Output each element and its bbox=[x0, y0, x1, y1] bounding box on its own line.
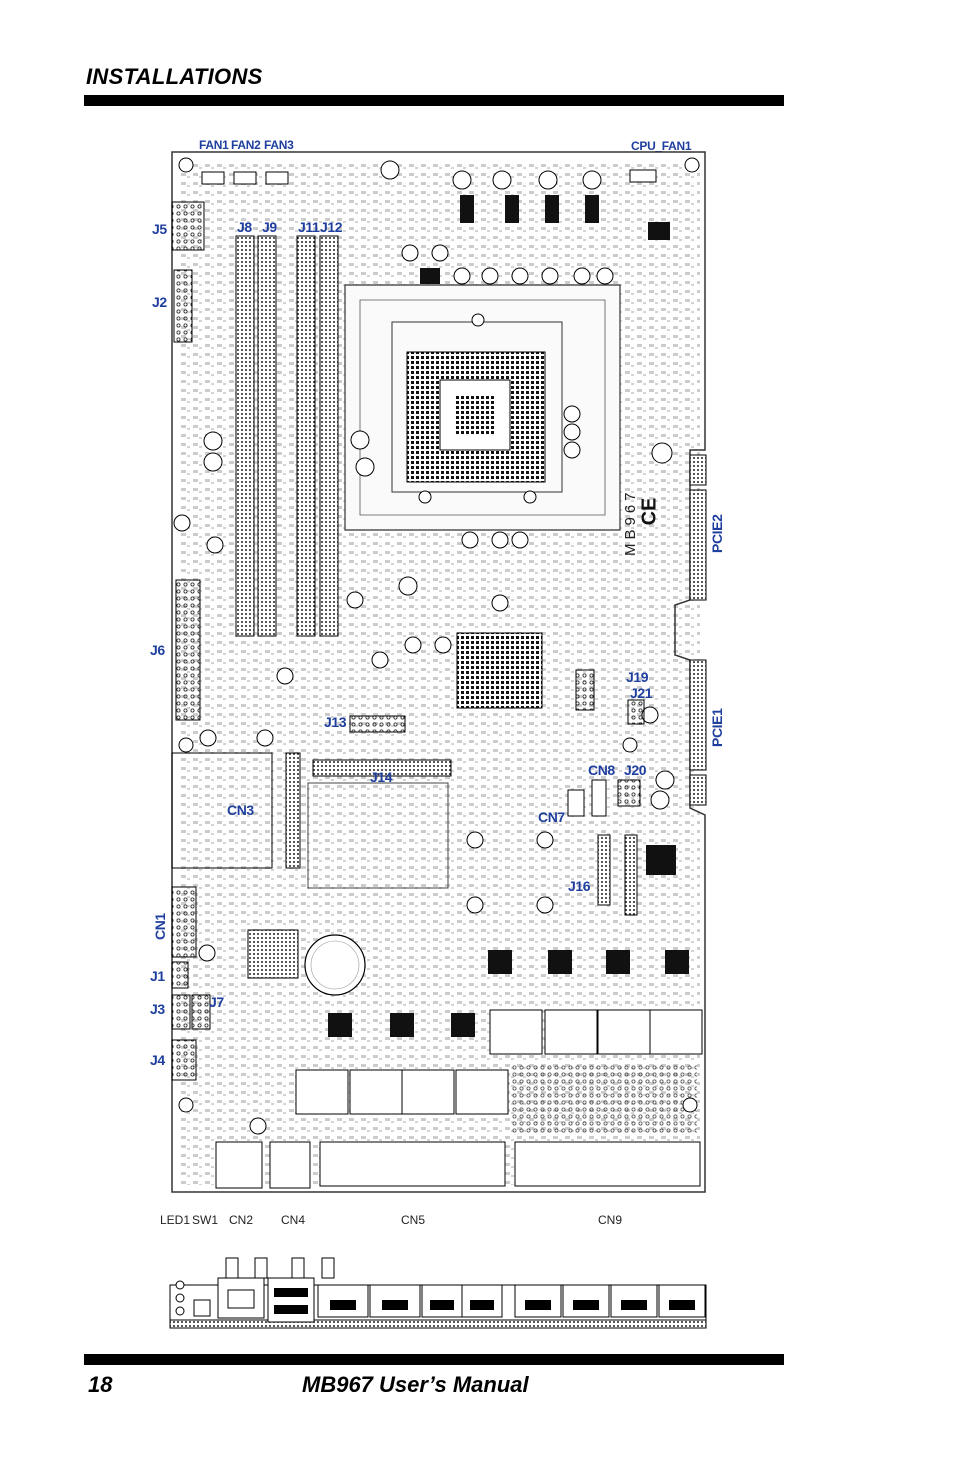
j7-label: J7 bbox=[209, 994, 224, 1010]
chipset-bga bbox=[456, 632, 543, 709]
lan-controllers bbox=[328, 845, 689, 1037]
cn9-label: CN9 bbox=[598, 1213, 623, 1227]
pcie2-label: PCIE2 bbox=[709, 514, 725, 553]
j11-label: J11 bbox=[298, 219, 320, 235]
header-rule bbox=[84, 95, 784, 106]
sw1-label: SW1 bbox=[192, 1213, 219, 1227]
j1-header bbox=[171, 961, 189, 989]
cpu-socket bbox=[344, 284, 621, 531]
j6-label: J6 bbox=[150, 642, 165, 658]
j6-header bbox=[175, 579, 201, 721]
j4-label: J4 bbox=[150, 1052, 165, 1068]
j4-header bbox=[171, 1039, 197, 1081]
mounting-holes bbox=[178, 157, 700, 1113]
cn8-label: CN8 bbox=[588, 762, 615, 778]
cn7-header bbox=[567, 789, 585, 817]
j16-header bbox=[597, 834, 611, 906]
j20-label: J20 bbox=[624, 762, 647, 778]
j7-header bbox=[191, 994, 211, 1030]
cn4-label: CN4 bbox=[281, 1213, 306, 1227]
j13-header bbox=[349, 715, 406, 733]
j5-label: J5 bbox=[152, 221, 167, 237]
fan1-label: FAN1 bbox=[199, 138, 229, 152]
vrm-area bbox=[420, 195, 670, 284]
fan-headers bbox=[201, 169, 657, 185]
j8-label: J8 bbox=[237, 219, 252, 235]
j3-header bbox=[171, 994, 191, 1030]
cn5-label: CN5 bbox=[401, 1213, 426, 1227]
fan2-label: FAN2 bbox=[231, 138, 261, 152]
j20-header bbox=[617, 779, 641, 807]
fan3-label: FAN3 bbox=[264, 138, 294, 152]
manual-title: MB967 User’s Manual bbox=[302, 1372, 529, 1397]
cpu-fan1-label: CPU_FAN1 bbox=[631, 139, 692, 153]
j13-label: J13 bbox=[324, 714, 347, 730]
j12-label: J12 bbox=[320, 219, 343, 235]
j21-label: J21 bbox=[630, 685, 653, 701]
lan-passives bbox=[512, 1063, 697, 1135]
j21-header bbox=[627, 699, 645, 725]
lan-transformers bbox=[295, 1009, 703, 1115]
pcie-slots bbox=[689, 454, 707, 806]
cn3-slot bbox=[171, 752, 301, 869]
j1-label: J1 bbox=[150, 968, 165, 984]
capacitors bbox=[173, 160, 675, 1135]
j19-label: J19 bbox=[626, 669, 649, 685]
cn3-label: CN3 bbox=[227, 802, 254, 818]
rear-io-panel bbox=[169, 1257, 707, 1329]
footer-rule bbox=[84, 1354, 784, 1365]
j19-header bbox=[575, 669, 595, 711]
led1-label: LED1 bbox=[160, 1213, 191, 1227]
j14-slot bbox=[307, 759, 452, 889]
cn2-label: CN2 bbox=[229, 1213, 254, 1227]
j2-header bbox=[173, 269, 193, 343]
cn7-label: CN7 bbox=[538, 809, 565, 825]
j16-label: J16 bbox=[568, 878, 591, 894]
cn1-label: CN1 bbox=[152, 913, 168, 940]
cn8-header bbox=[591, 779, 607, 817]
cmos-battery bbox=[304, 934, 366, 996]
j9-label: J9 bbox=[262, 219, 277, 235]
dimm-slots bbox=[235, 235, 339, 637]
ce-mark-icon: CE bbox=[638, 497, 661, 526]
page-number: 18 bbox=[88, 1372, 113, 1397]
section-title: INSTALLATIONS bbox=[86, 64, 263, 89]
cn1-header bbox=[171, 886, 197, 958]
pcie1-label: PCIE1 bbox=[709, 708, 725, 747]
superio-chip bbox=[247, 929, 299, 979]
board-silkscreen: MB967 bbox=[622, 488, 639, 556]
j14-label: J14 bbox=[370, 769, 393, 785]
j2-label: J2 bbox=[152, 294, 167, 310]
j5-header bbox=[171, 201, 205, 251]
board-edge-connectors bbox=[215, 1141, 701, 1189]
j3-label: J3 bbox=[150, 1001, 165, 1017]
